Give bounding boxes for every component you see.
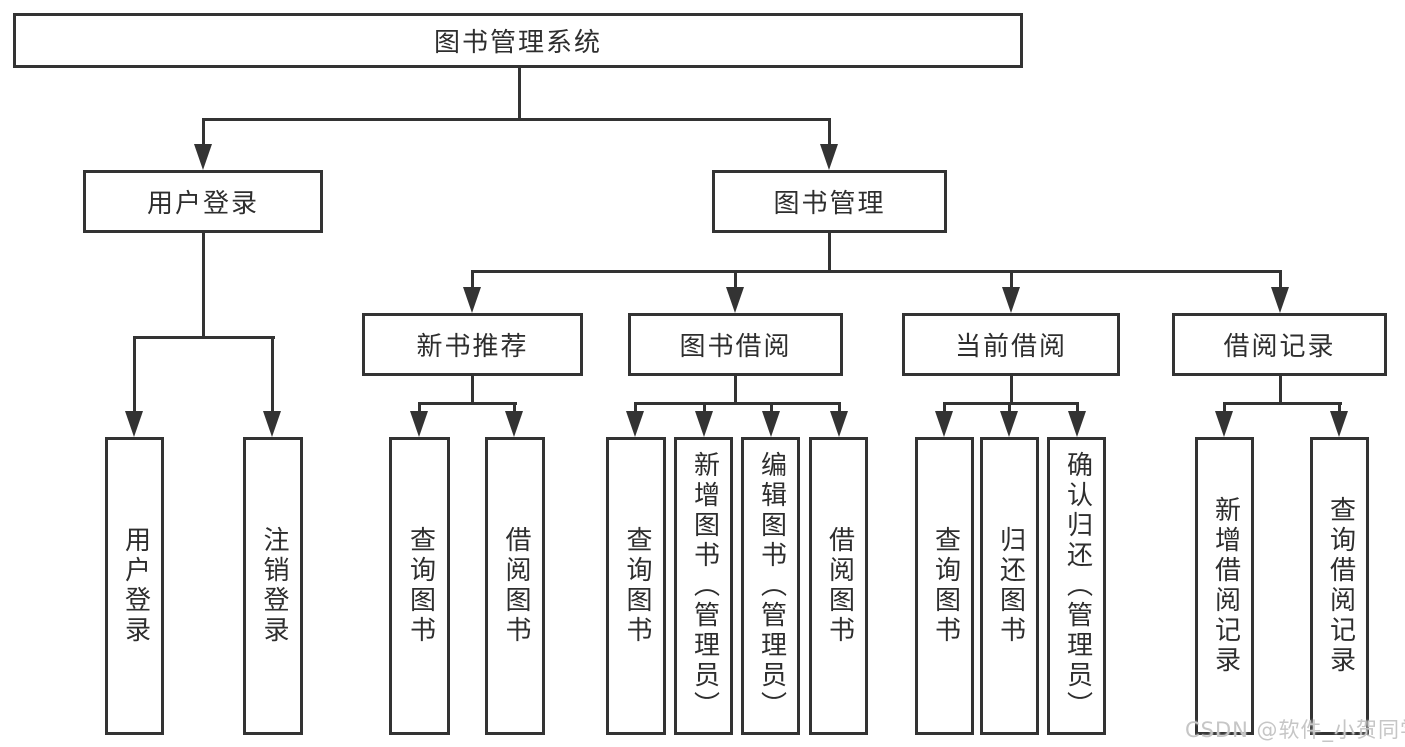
connector-line [1010,376,1013,402]
connector-line [734,376,737,402]
node-label: 用户登录 [146,189,259,219]
node-library-management-system: 图书管理系统 [13,13,1023,68]
node-label: 图书借阅 [679,332,792,362]
leaf-return-books: 归还图书 [980,437,1039,735]
connector-line [1008,402,1011,414]
connector-line [133,336,136,412]
node-label: 新书推荐 [416,332,529,362]
arrow-down-icon [194,144,212,170]
node-label: 查询图书 [405,526,436,646]
node-label: 图书管理系统 [433,28,602,58]
arrow-down-icon [935,411,953,437]
connector-line [471,270,474,289]
node-label: 归还图书 [995,526,1026,646]
connector-line [1223,402,1342,405]
arrow-down-icon [1000,411,1018,437]
arrow-down-icon [762,411,780,437]
arrow-down-icon [626,411,644,437]
node-label: 查询借阅记录 [1325,496,1356,676]
leaf-query-books-recommend: 查询图书 [389,437,450,735]
node-label: 查询图书 [621,526,652,646]
arrow-down-icon [263,411,281,437]
node-new-book-recommendation: 新书推荐 [362,313,583,376]
arrow-down-icon [820,144,838,170]
arrow-down-icon [125,411,143,437]
connector-line [943,402,946,414]
leaf-user-login: 用户登录 [105,437,164,735]
connector-line [838,402,841,414]
connector-line [1010,270,1013,289]
connector-line [734,270,737,289]
connector-line [271,336,274,412]
node-label: 新增图书（管理员） [689,451,720,721]
node-label: 借阅图书 [500,526,531,646]
leaf-add-books-admin: 新增图书（管理员） [674,437,733,735]
node-label: 查询图书 [930,526,961,646]
leaf-query-books-current: 查询图书 [915,437,974,735]
arrow-down-icon [1215,411,1233,437]
connector-line [943,402,1079,405]
connector-line [828,233,831,270]
connector-line [1223,402,1226,414]
connector-line [518,68,521,118]
node-label: 新增借阅记录 [1210,496,1241,676]
connector-line [133,336,275,339]
connector-line [418,402,517,405]
leaf-borrow-books-recommend: 借阅图书 [485,437,545,735]
node-label: 借阅记录 [1223,332,1336,362]
leaf-query-books-borrow: 查询图书 [606,437,666,735]
connector-line [471,376,474,402]
leaf-add-borrow-record: 新增借阅记录 [1195,437,1254,735]
node-user-login: 用户登录 [83,170,323,233]
leaf-confirm-return-admin: 确认归还（管理员） [1047,437,1106,735]
connector-line [634,402,637,414]
connector-line [1279,376,1282,402]
node-book-borrowing: 图书借阅 [628,313,843,376]
connector-line [471,270,1282,273]
node-label: 图书管理 [773,189,886,219]
leaf-edit-books-admin: 编辑图书（管理员） [741,437,800,735]
connector-line [1279,270,1282,289]
leaf-logout: 注销登录 [243,437,303,735]
node-current-borrowing: 当前借阅 [902,313,1120,376]
node-label: 用户登录 [120,526,151,646]
arrow-down-icon [505,411,523,437]
node-borrowing-records: 借阅记录 [1172,313,1387,376]
arrow-down-icon [1271,287,1289,313]
connector-line [703,402,706,414]
connector-line [770,402,773,414]
arrow-down-icon [830,411,848,437]
node-label: 注销登录 [258,526,289,646]
node-label: 确认归还（管理员） [1062,451,1093,721]
csdn-watermark: CSDN @软件_小贺同学 [1185,718,1405,742]
arrow-down-icon [410,411,428,437]
arrow-down-icon [1330,411,1348,437]
leaf-borrow-books: 借阅图书 [809,437,868,735]
connector-line [828,118,831,146]
connector-line [418,402,421,414]
arrow-down-icon [463,287,481,313]
node-label: 编辑图书（管理员） [756,451,787,721]
connector-line [634,402,841,405]
arrow-down-icon [1068,411,1086,437]
arrow-down-icon [1002,287,1020,313]
connector-line [513,402,516,414]
node-label: 当前借阅 [954,332,1067,362]
connector-line [202,118,831,121]
node-label: 借阅图书 [824,526,855,646]
arrow-down-icon [726,287,744,313]
connector-line [202,233,205,336]
leaf-query-borrow-record: 查询借阅记录 [1310,437,1369,735]
node-book-management: 图书管理 [712,170,947,233]
arrow-down-icon [695,411,713,437]
connector-line [1076,402,1079,414]
connector-line [1338,402,1341,414]
connector-line [202,118,205,146]
